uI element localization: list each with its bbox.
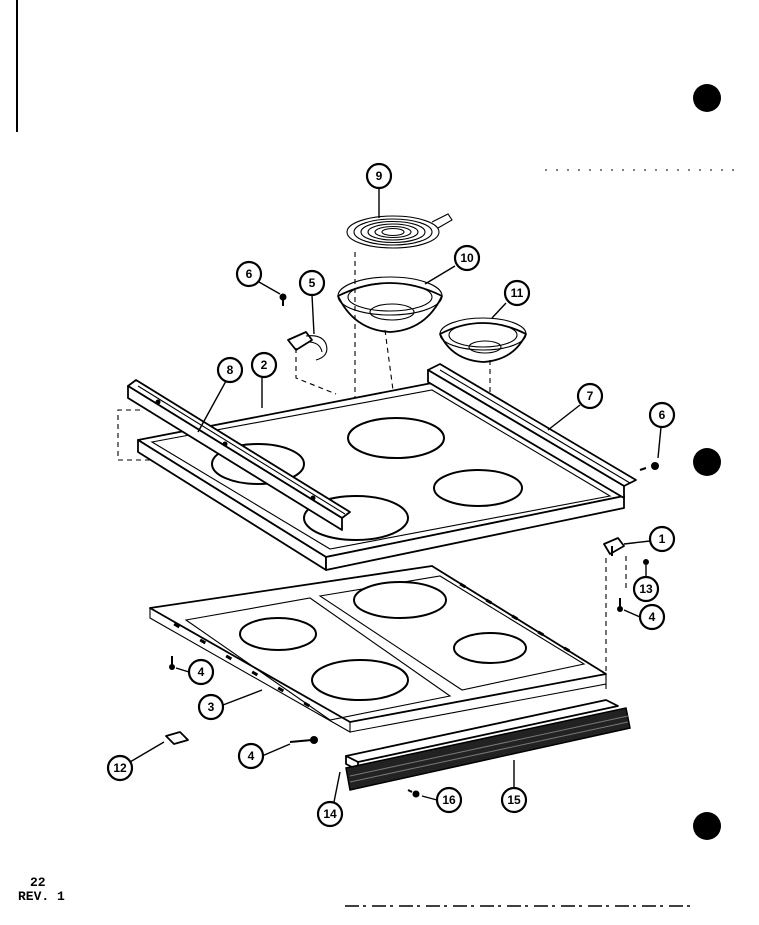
svg-text:14: 14 — [323, 807, 337, 821]
mounting-bracket — [603, 537, 625, 556]
callout-12: 12 — [106, 754, 134, 782]
svg-text:4: 4 — [198, 665, 205, 679]
screw — [289, 736, 318, 744]
drip-bowl-large — [337, 276, 443, 333]
callout-2: 2 — [250, 351, 278, 379]
screw — [407, 789, 420, 798]
callout-4-left: 4 — [187, 658, 215, 686]
surface-element — [346, 213, 453, 249]
element-receptacle — [287, 331, 328, 361]
svg-text:4: 4 — [248, 749, 255, 763]
left-trim-bar — [127, 379, 351, 531]
svg-text:16: 16 — [442, 793, 456, 807]
screw — [279, 293, 287, 306]
callout-3: 3 — [197, 693, 225, 721]
screw — [643, 559, 649, 565]
svg-text:3: 3 — [208, 700, 215, 714]
revision-label: REV. 1 — [18, 889, 65, 904]
punch-hole-middle — [693, 448, 721, 476]
screw — [617, 598, 623, 612]
svg-text:1: 1 — [659, 532, 666, 546]
svg-text:12: 12 — [113, 761, 127, 775]
callout-15: 15 — [500, 786, 528, 814]
cooktop-frame — [137, 382, 625, 571]
svg-text:11: 11 — [511, 286, 524, 300]
svg-text:7: 7 — [587, 389, 594, 403]
callout-4-right: 4 — [638, 603, 666, 631]
callout-5: 5 — [298, 269, 326, 297]
callout-8: 8 — [216, 356, 244, 384]
screw — [639, 462, 659, 471]
svg-text:5: 5 — [309, 276, 316, 290]
punch-hole-top — [693, 84, 721, 112]
screw — [169, 656, 175, 670]
svg-text:15: 15 — [507, 793, 521, 807]
callout-4-lower: 4 — [237, 742, 265, 770]
callout-14: 14 — [316, 800, 344, 828]
callout-16: 16 — [435, 786, 463, 814]
vent-grille — [345, 707, 631, 791]
svg-text:2: 2 — [261, 358, 268, 372]
right-trim-bar — [427, 363, 637, 499]
svg-text:4: 4 — [649, 610, 656, 624]
drip-bowl-small — [439, 317, 527, 363]
svg-text:8: 8 — [227, 363, 234, 377]
svg-text:10: 10 — [460, 251, 474, 265]
svg-text:13: 13 — [639, 582, 653, 596]
callout-11: 11 — [503, 279, 531, 307]
svg-text:6: 6 — [246, 267, 253, 281]
punch-hole-bottom — [693, 812, 721, 840]
callout-10: 10 — [453, 244, 481, 272]
callout-9: 9 — [365, 162, 393, 190]
callout-1: 1 — [648, 525, 676, 553]
page-number: 22 — [30, 875, 46, 890]
callout-6-upper: 6 — [235, 260, 263, 288]
svg-text:6: 6 — [659, 408, 666, 422]
callout-7: 7 — [576, 382, 604, 410]
callout-13: 13 — [632, 575, 660, 603]
svg-text:9: 9 — [376, 169, 383, 183]
callout-6-right: 6 — [648, 401, 676, 429]
clip — [165, 731, 189, 745]
burner-box — [149, 565, 607, 733]
